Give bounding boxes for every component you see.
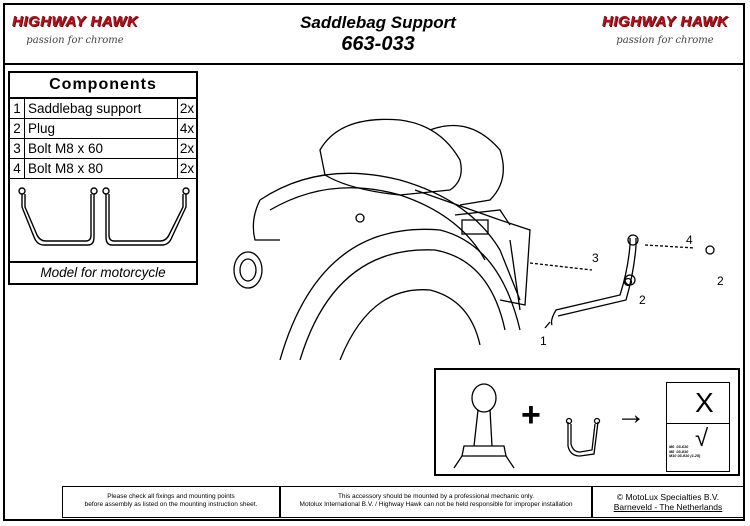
component-row: 1 Saddlebag support 2x [10,99,196,119]
callout-3: 3 [592,251,599,265]
callout-2-secondary: 2 [717,274,724,288]
footer-note-check: Please check all fixings and mounting po… [62,486,280,518]
component-label: Bolt M8 x 80 [25,159,178,178]
part-number: 663-033 [341,33,415,55]
sheet-frame [3,3,745,521]
component-row: 2 Plug 4x [10,119,196,139]
component-qty: 2x [179,101,195,116]
footer-note-mechanic: This accessory should be mounted by a pr… [280,486,592,518]
component-row: 3 Bolt M8 x 60 2x [10,139,196,159]
component-number: 2 [10,119,25,138]
bracket-illustration [565,417,601,457]
footer-note-line: This accessory should be mounted by a pr… [337,493,535,500]
component-qty: 2x [179,161,195,176]
component-number: 4 [10,159,25,178]
component-number: 3 [10,139,25,158]
callout-2: 2 [639,293,646,307]
brand-name: HIGHWAY HAWK [11,13,139,30]
copyright-text: © MotoLux Specialties B.V. [616,492,720,502]
components-heading: Components [10,73,196,99]
component-row: 4 Bolt M8 x 80 2x [10,159,196,179]
brand-tagline: passion for chrome [616,35,714,46]
cross-icon: X [695,387,714,418]
model-footer: Model for motorcycle [10,261,196,283]
page-title: Saddlebag Support [300,13,456,32]
sissy-bar-illustration [453,383,515,469]
brand-logo-right: HIGHWAY HAWK passion for chrome [601,11,729,57]
brand-name: HIGHWAY HAWK [601,13,729,30]
component-qty: 4x [179,121,195,136]
motorcycle-diagram [233,118,715,360]
saddlebag-support-illustration [18,187,190,246]
footer-note-line: before assembly as listed on the mountin… [84,501,258,508]
installation-note-box: + → X √ M6 03-610 M8 03-810 M10 03-910 (… [434,368,740,476]
check-icon: √ [695,425,709,452]
component-label: Bolt M8 x 60 [25,139,178,158]
callout-1: 1 [540,334,547,348]
component-label: Saddlebag support [25,99,178,118]
footer-note-line: Motolux International B.V. / Highway Haw… [299,501,573,508]
wrong-bolt-panel: X [667,383,729,424]
components-table: Components 1 Saddlebag support 2x 2 Plug… [8,71,198,285]
callout-4: 4 [686,233,693,247]
footer-note-line: Please check all fixings and mounting po… [107,493,235,500]
bolt-check-box: X √ M6 03-610 M8 03-810 M10 03-910 (1.25… [666,382,730,472]
plus-sign: + [521,396,541,434]
footer-copyright: © MotoLux Specialties B.V. Barneveld - T… [592,486,744,518]
header: HIGHWAY HAWK passion for chrome Saddleba… [3,3,745,65]
arrow-right-icon: → [616,398,646,431]
brand-logo-left: HIGHWAY HAWK passion for chrome [11,11,139,57]
component-label: Plug [25,119,178,138]
brand-tagline: passion for chrome [26,35,124,46]
component-number: 1 [10,99,25,118]
component-qty: 2x [179,141,195,156]
bolt-spec-text: M6 03-610 M8 03-810 M10 03-910 (1.25) [669,445,701,458]
location-text: Barneveld - The Netherlands [613,502,723,512]
